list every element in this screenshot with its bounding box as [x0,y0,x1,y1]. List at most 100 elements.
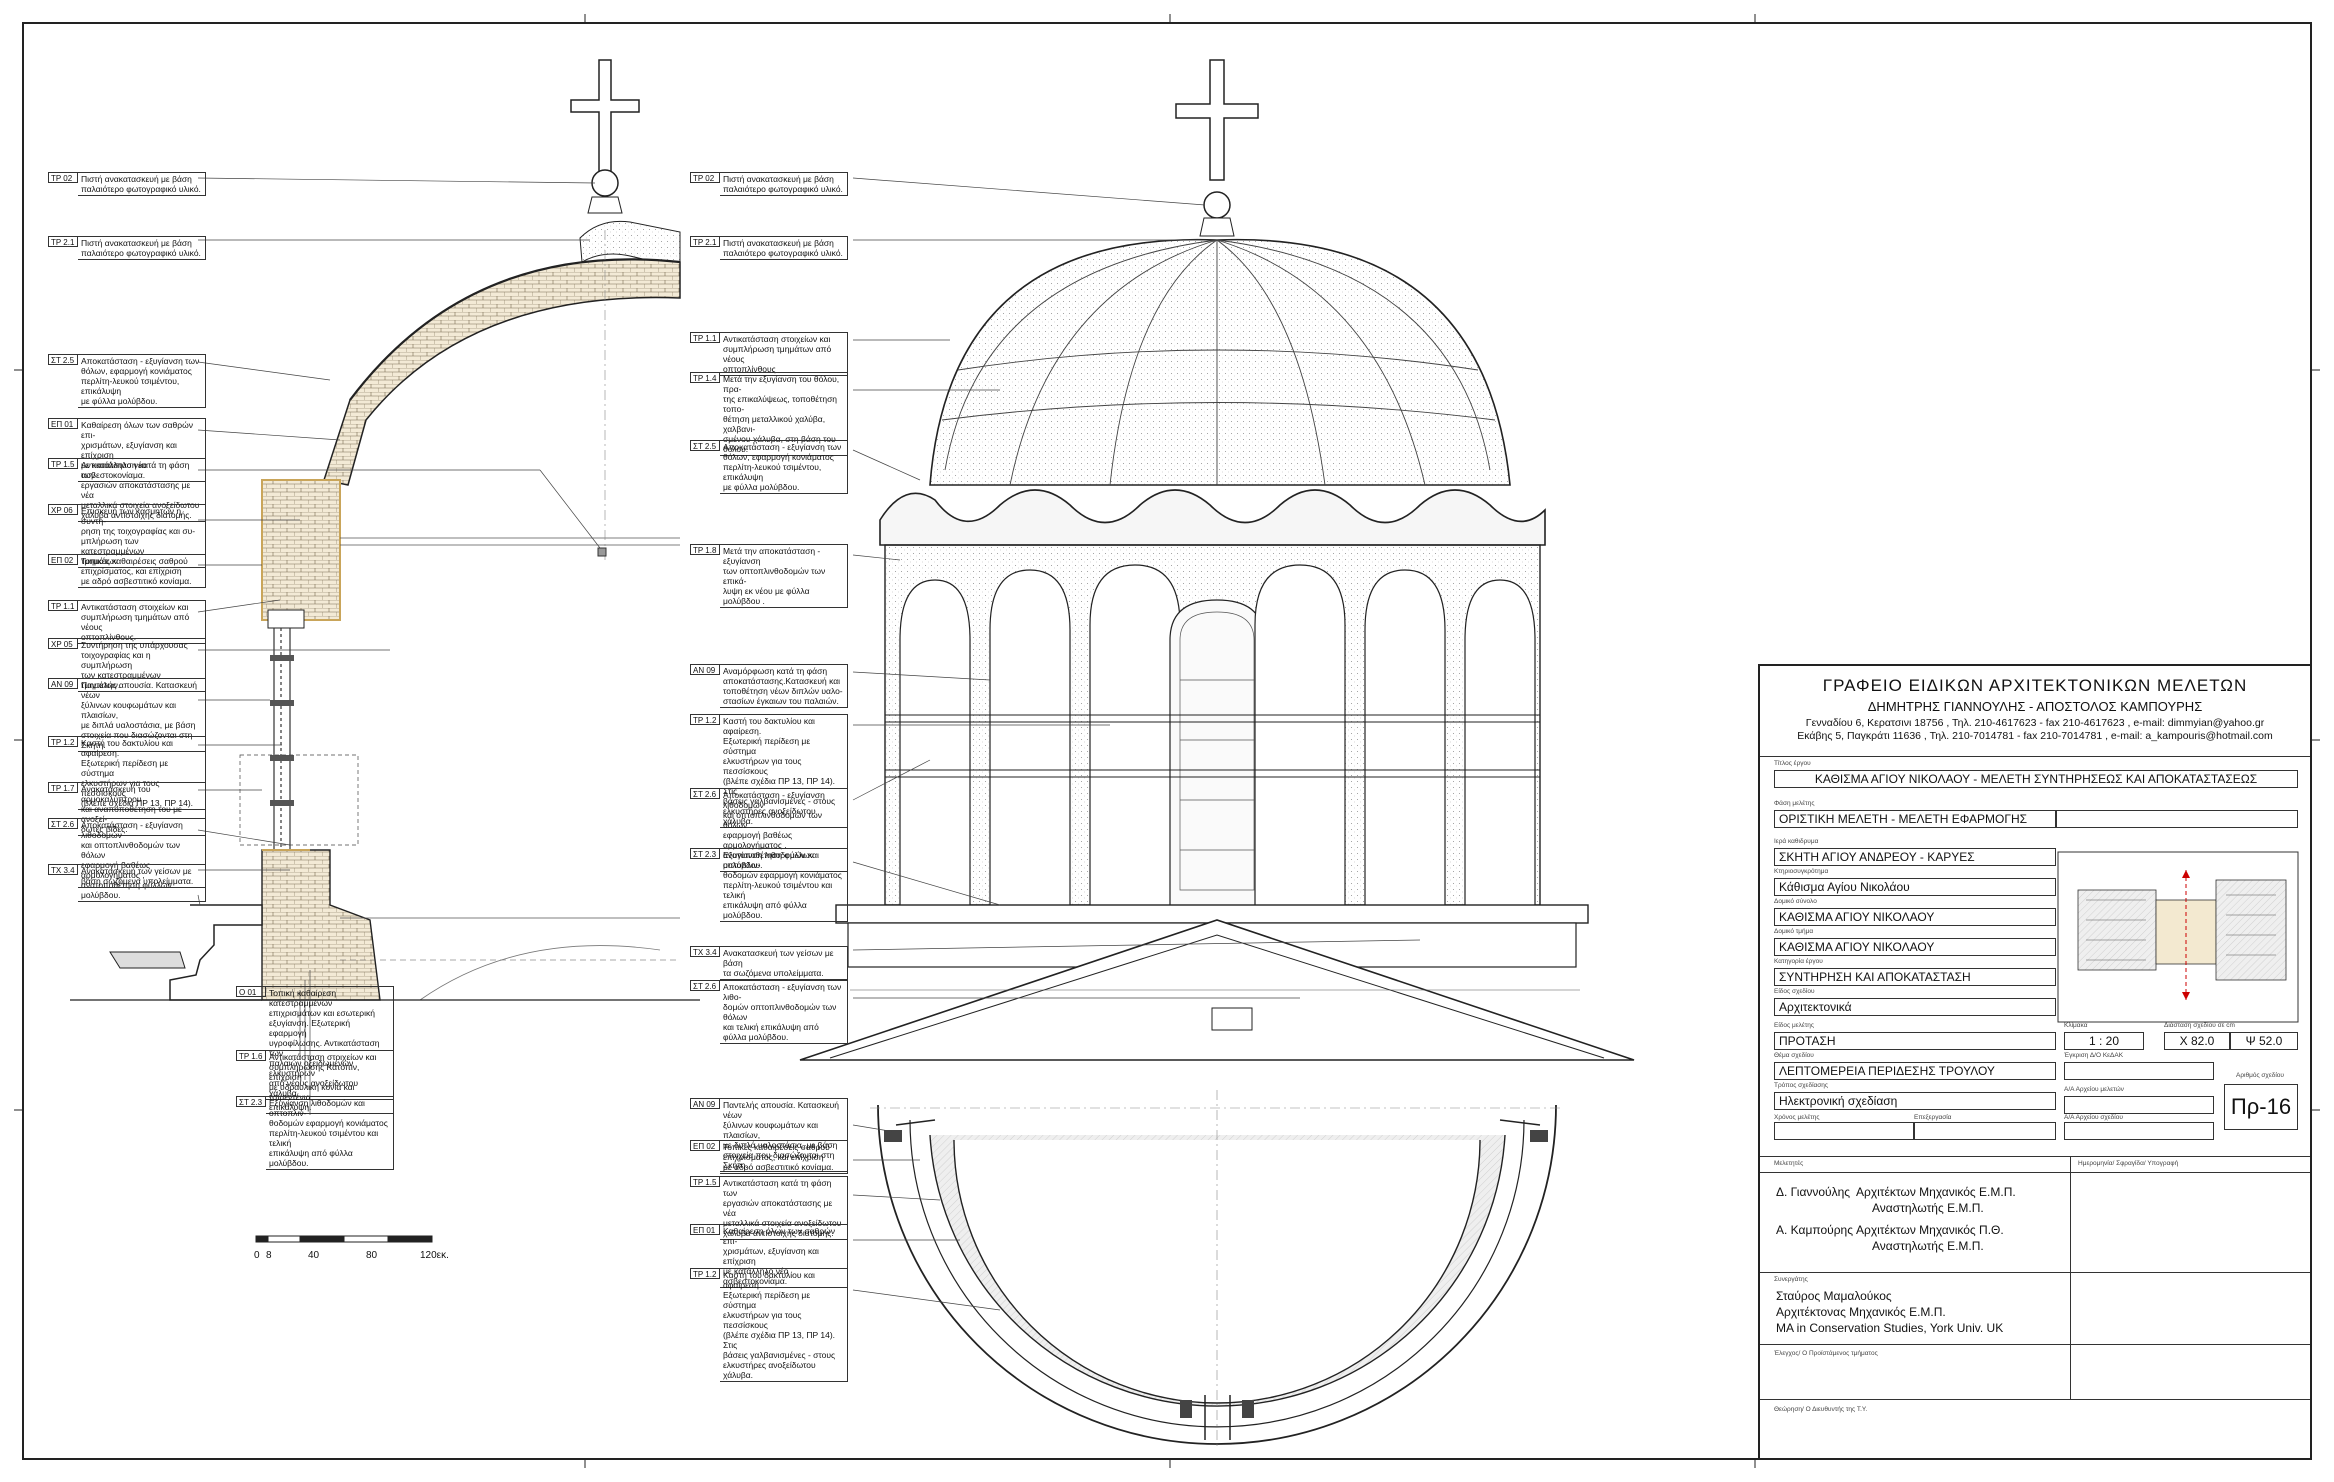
annotation-text: Αντικατάσταση κατά τη φάση των εργασιών … [720,1176,848,1240]
wavy-eaves [879,489,1546,546]
study-phase: ΟΡΙΣΤΙΚΗ ΜΕΛΕΤΗ - ΜΕΛΕΤΗ ΕΦΑΡΜΟΓΗΣ [1774,810,2056,828]
annotation-code: ΤΡ 1.4 [690,372,720,383]
approval-cell [2064,1062,2214,1080]
label-sheet-number: Αριθμός σχεδίου [2236,1072,2284,1079]
annotation-code: ΑΝ 09 [690,664,720,675]
annotation-code: ΑΝ 09 [690,1098,720,1109]
collaborator-name: Σταύρος Μαμαλούκος [1776,1289,1892,1303]
cross-left [570,59,640,173]
label-date-edit: Επεξεργασία [1914,1114,1952,1121]
section-drawing [70,59,700,1115]
label-dimensions: Διάσταση σχεδίου σε cm [2164,1022,2235,1029]
collaborator-degree: MA in Conservation Studies, York Univ. U… [1776,1321,2004,1335]
annotation-code: ΑΝ 09 [48,678,78,689]
project-title: ΚΑΘΙΣΜΑ ΑΓΙΟΥ ΝΙΚΟΛΑΟΥ - ΜΕΛΕΤΗ ΣΥΝΤΗΡΗΣ… [1774,770,2298,788]
annotation-code: ΣΤ 2.5 [48,354,78,365]
annotation-code: ΤΧ 3.4 [48,864,78,875]
annotation-text: Επισκευή των κασμητών η συντή- ρηση της … [78,504,206,568]
annotation-text: Εξυγίανση λιθοδομών και οπτοπλιν- θοδομώ… [720,848,848,922]
annotation-text: Μετά την αποκατάσταση - εξυγίανση των οπ… [720,544,848,608]
label-protocol-drawing: Α/Α Αρχείου σχεδίου [2064,1114,2123,1121]
part-value: ΚΑΘΙΣΜΑ ΑΓΙΟΥ ΝΙΚΟΛΑΟΥ [1774,938,2056,956]
label-drawing-type: Είδος σχεδίου [1774,988,1815,995]
annotation-code: ΕΠ 01 [48,418,78,429]
phase-extra-cell [2056,810,2298,828]
cornice-profile [169,904,263,1001]
annotation-code: ΤΡ 1.5 [48,458,78,469]
designer-2-name: Α. Καμπούρης [1776,1223,1854,1237]
dimension-x: Χ 82.0 [2164,1032,2230,1050]
annotation-text: Ανακατασκευή των γείσων με βάση τα σωζόμ… [720,946,848,980]
annotation-text: Τοπικές καθαιρέσεις σαθρού επιχρίσματος,… [720,1140,848,1174]
annotation-code: ΤΡ 02 [48,172,78,183]
scale-label: 80 [366,1250,378,1261]
dome-shell-section [323,258,681,486]
annotation-text: Μετά την εξυγίανση του θόλου, πρα- της ε… [720,372,848,456]
annotation-code: ΣΤ 2.6 [690,980,720,991]
key-plan [2057,851,2299,1023]
annotation-code: ΕΠ 01 [690,1224,720,1235]
label-method: Τρόπος σχεδίασης [1774,1082,1829,1089]
annotation-text: Καστή του δακτυλίου και αφαίρεση. Εξωτερ… [78,736,206,810]
category-value: ΣΥΝΤΗΡΗΣΗ ΚΑΙ ΑΠΟΚΑΤΑΣΤΑΣΗ [1774,968,2056,986]
annotation-code: ΕΠ 02 [48,554,78,565]
annotation-text: Αποκατάσταση - εξυγίανση λιθοδομών και ο… [78,818,206,902]
office-name: ΓΡΑΦΕΙΟ ΕΙΔΙΚΩΝ ΑΡΧΙΤΕΚΤΟΝΙΚΩΝ ΜΕΛΕΤΩΝ [1822,676,2248,695]
method-value: Ηλεκτρονική σχεδίαση [1774,1092,2056,1110]
annotation-text: Αντικατάσταση στοιχείων και συμπλήρωση τ… [78,600,206,644]
designer-1-role-1: Αρχιτέκτων Μηχανικός Ε.Μ.Π. [1856,1185,2016,1199]
label-drawing-title: Θέμα σχεδίου [1774,1052,1814,1059]
label-check: Έλεγχος/ Ο Προϊστάμενος τμήματος [1774,1350,1878,1357]
designer-2-role-2: Αναστηλωτής Ε.Μ.Π. [1872,1239,1984,1253]
annotation-text: Τοπική καθαίρεση κατεστραμμένων επιχρισμ… [266,986,394,1100]
elevation-drawing [799,59,1635,1061]
annotation-text: Αντικατάσταση κατά τη φάση των εργασιών … [78,458,206,522]
annotation-code: ΤΡ 02 [690,172,720,183]
label-designers: Μελετητές [1774,1160,1804,1167]
orb-elevation [1203,191,1231,219]
annotation-text: Συντήρηση της υπάρχουσας τοιχογραφίας κα… [78,638,206,692]
label-monastery: Ιερά καθιδρυμα [1774,838,1819,845]
building-value: Κάθισμα Αγίου Νικολάου [1774,878,2056,896]
protocol-study-cell [2064,1096,2214,1114]
annotation-text: Τοπικές καθαιρέσεις σαθρού επιχρίσματος,… [78,554,206,588]
annotation-code: ΤΡ 1.2 [48,736,78,747]
annotation-text: Καστή του δακτυλίου και αφαίρεση. Εξωτερ… [720,714,848,828]
annotation-code: ΣΤ 2.3 [236,1096,266,1107]
office-partners: ΔΗΜΗΤΡΗΣ ΓΙΑΝΝΟΥΛΗΣ - ΑΠΟΣΤΟΛΟΣ ΚΑΜΠΟΥΡΗ… [1867,699,2203,714]
label-phase: Φάση μελέτης [1774,800,1815,807]
scale-bar [255,1235,433,1243]
annotation-text: Αναμόρφωση κατά τη φάση αποκατάστασης.Κα… [720,664,848,708]
complex-value: ΚΑΘΙΣΜΑ ΑΓΙΟΥ ΝΙΚΟΛΑΟΥ [1774,908,2056,926]
annotation-code: ΣΤ 2.6 [48,818,78,829]
scale-label: 120εκ. [420,1250,449,1261]
office-address-2: Εκάβης 5, Παγκράτι 11636 , Τηλ. 210-7014… [1797,730,2273,742]
annotation-code: ΤΡ 1.1 [690,332,720,343]
cupola-base-left [587,196,623,214]
annotation-text: Καθαίρεση όλων των σαθρών επι- χρισμάτων… [720,1224,848,1288]
label-building: Κτηριοσυγκρότημα [1774,868,1829,875]
collaborator-role: Αρχιτέκτονας Μηχανικός Ε.Μ.Π. [1776,1305,1946,1319]
dimension-y: Ψ 52.0 [2230,1032,2298,1050]
annotation-text: Καστή του δακτυλίου και αφαίρεση. Εξωτερ… [720,1268,848,1382]
label-date-study: Χρόνος μελέτης [1774,1114,1820,1121]
frame-ticks [14,14,2320,1468]
